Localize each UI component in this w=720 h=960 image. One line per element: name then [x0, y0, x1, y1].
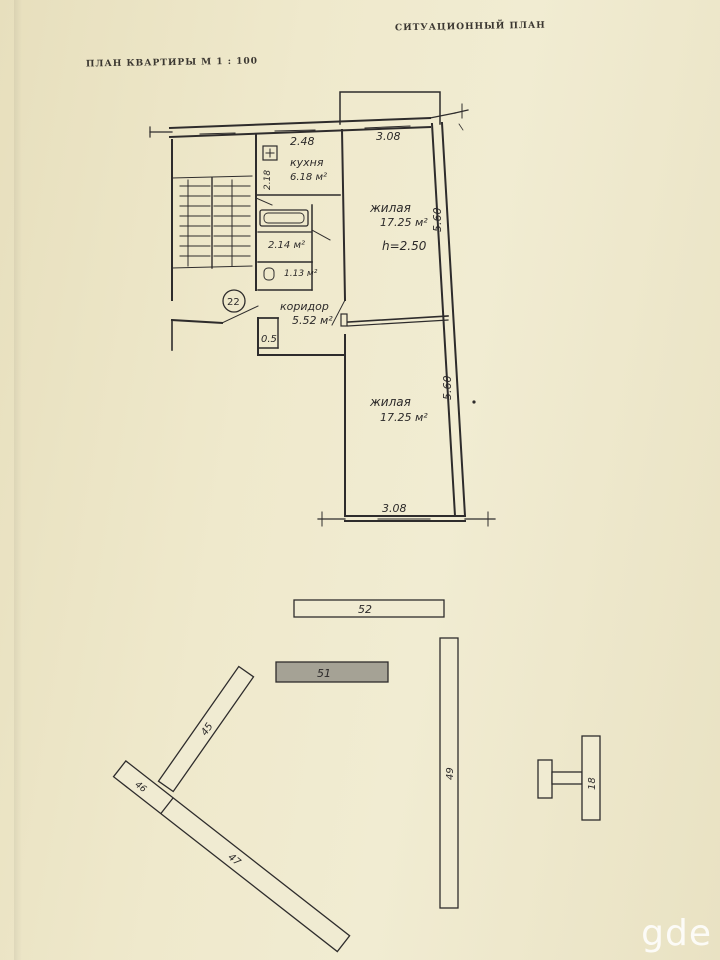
corridor-area: 5.52 м² — [292, 314, 333, 327]
dim-top-left: 2.48 — [290, 135, 315, 148]
building-52-label: 52 — [358, 603, 372, 616]
bottom-exterior-wall — [317, 511, 496, 527]
floor-plan — [149, 91, 496, 527]
living1-area: 17.25 м² — [380, 216, 428, 229]
kitchen-area: 6.18 м² — [290, 172, 327, 183]
floor-plan-labels: 2.48 3.08 3.08 5.60 5.60 2.18 кухня 6.18… — [227, 130, 454, 515]
closet-area: 0.5 — [261, 334, 277, 345]
building-52: 52 — [293, 599, 445, 618]
dim-kitchen-side: 2.18 — [263, 170, 273, 190]
staircase — [171, 139, 253, 301]
building-18-label: 18 — [587, 777, 598, 790]
watermark-logo: gde — [641, 913, 712, 954]
page-fold-shadow — [14, 0, 22, 960]
entry-wall — [170, 318, 224, 325]
building-45: 45 — [157, 665, 255, 793]
living1-left-wall — [340, 128, 347, 302]
bath-area: 2.14 м² — [268, 240, 305, 251]
building-49: 49 — [439, 637, 459, 909]
kitchen-name: кухня — [290, 156, 324, 169]
wc-area: 1.13 м² — [284, 269, 318, 279]
top-exterior-wall — [149, 103, 469, 139]
apartment-number-badge — [222, 289, 246, 313]
living-rooms-partition — [347, 315, 449, 323]
building-18: 18 — [537, 735, 601, 821]
living2-area: 17.25 м² — [380, 411, 428, 424]
building-49-label: 49 — [445, 767, 456, 780]
bathtub — [259, 209, 309, 227]
apartment-number: 22 — [227, 297, 240, 308]
living2-name: жилая — [369, 395, 411, 409]
dim-right-upper: 5.60 — [431, 208, 444, 233]
ceiling-height: h=2.50 — [382, 239, 427, 253]
building-46-47: 46 47 — [112, 760, 351, 953]
balcony-outline — [339, 91, 441, 125]
building-51: 51 — [275, 661, 389, 683]
living1-name: жилая — [369, 201, 411, 215]
corridor-name: коридор — [280, 300, 329, 313]
building-51-label: 51 — [317, 667, 331, 680]
situation-plan: 52 51 45 46 47 49 18 — [112, 599, 601, 953]
dim-bottom: 3.08 — [382, 502, 407, 515]
dim-right-lower: 5.60 — [441, 376, 454, 401]
dim-top-right: 3.08 — [376, 130, 401, 143]
stove-icon — [262, 145, 278, 161]
